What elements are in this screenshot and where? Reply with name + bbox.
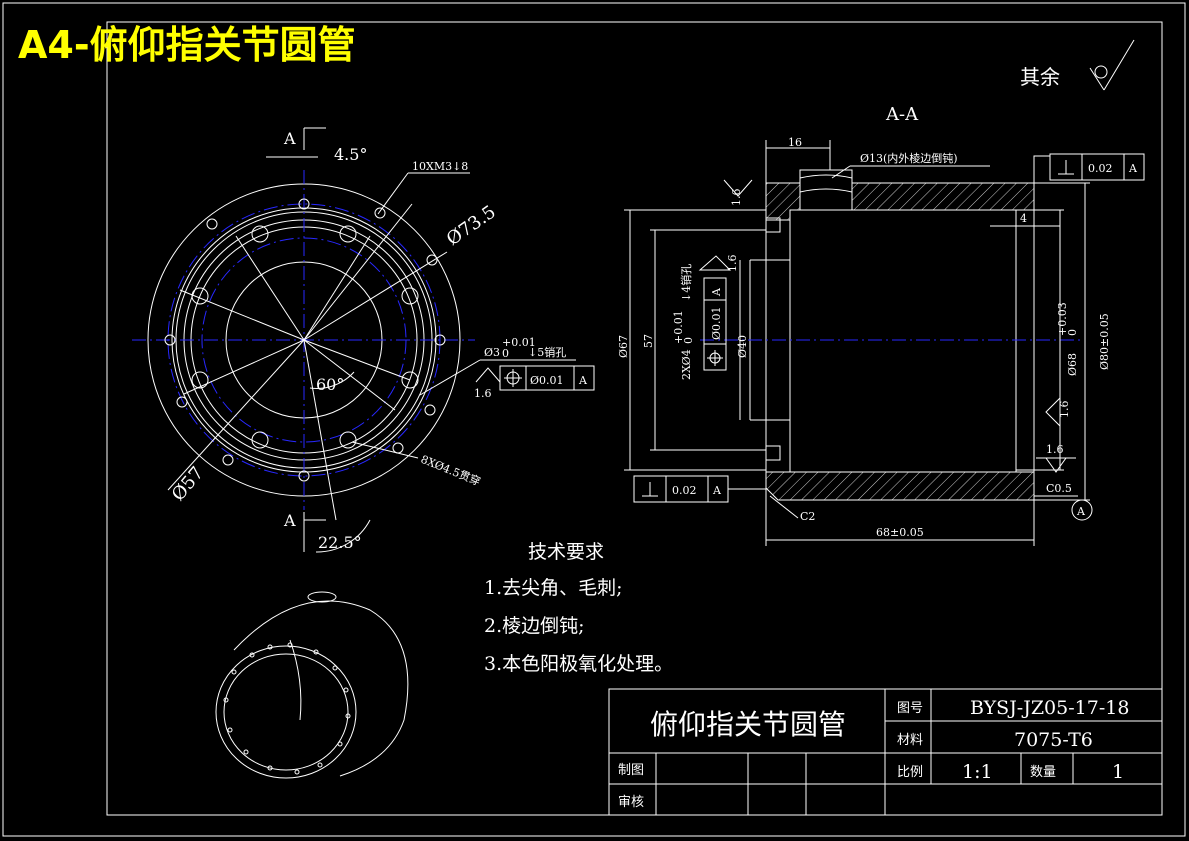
section-dia-68: Ø68: [1066, 353, 1079, 376]
pin-hole-tol-upper: +0.01: [502, 336, 536, 349]
tech-requirements: 技术要求 1.去尖角、毛刺; 2.棱边倒钝; 3.本色阳极氧化处理。: [484, 541, 673, 675]
surface-note: 其余: [1020, 65, 1060, 89]
perpendicular-icon-bottom: [642, 482, 658, 497]
section-pin-tol-upper: +0.01: [672, 310, 685, 344]
section-roughness-right: 1.6: [1058, 401, 1071, 419]
tb-drawn-label: 制图: [618, 763, 644, 778]
dia-pcd-label: Ø73.5: [443, 201, 500, 250]
section-position-icon: [707, 350, 723, 366]
section-dim-4: 4: [1020, 212, 1027, 225]
tech-item-3: 3.本色阳极氧化处理。: [484, 653, 673, 675]
roughness-triangle-icon: [475, 367, 501, 383]
isometric-view: [215, 591, 409, 779]
title-block: 俯仰指关节圆管 图号 BYSJ-JZ05-17-18 材料 7075-T6 制图…: [608, 688, 1163, 816]
section-label: A-A: [885, 104, 919, 125]
cut-mark-top: A: [283, 129, 296, 148]
tech-item-1: 1.去尖角、毛刺;: [484, 577, 623, 599]
angle-mid-label: 60°: [316, 375, 344, 394]
section-perp-tol-top: 0.02: [1088, 162, 1113, 175]
section-view: A-A 16 Ø13(内外棱边倒钝) 0.02: [617, 104, 1145, 546]
section-dim-57: 57: [642, 334, 655, 348]
section-roughness-bottom: 1.6: [1046, 443, 1064, 456]
cut-mark-bottom: A: [283, 511, 296, 530]
section-pos-datum: A: [710, 287, 723, 297]
tech-heading: 技术要求: [528, 541, 604, 563]
tb-qty-label: 数量: [1030, 765, 1056, 780]
tb-material-label: 材料: [897, 733, 923, 748]
tb-drawing-no-label: 图号: [897, 701, 923, 716]
pin-hole-suffix: ↓5销孔: [528, 345, 566, 359]
section-pos-tol: Ø0.01: [710, 306, 723, 340]
sheet-title: A4-俯仰指关节圆管: [18, 23, 356, 67]
tb-scale: 1:1: [962, 761, 993, 783]
section-dia-40: Ø40: [736, 335, 749, 358]
tb-drawing-no: BYSJ-JZ05-17-18: [970, 697, 1129, 719]
pin-hole-dia: Ø3: [484, 346, 500, 359]
roughness-symbol-icon: [1089, 39, 1135, 91]
hole-note: Ø13(内外棱边倒钝): [860, 151, 958, 165]
tech-item-2: 2.棱边倒钝;: [484, 615, 585, 637]
through-holes-note: 8XØ4.5贯穿: [419, 452, 483, 489]
section-chamfer-c05: C0.5: [1046, 482, 1072, 495]
angle-top-label: 4.5°: [334, 145, 367, 164]
section-pin-depth: ↓4销孔: [679, 264, 693, 302]
section-datum-bottom: A: [712, 484, 722, 497]
tb-part-name: 俯仰指关节圆管: [650, 708, 846, 741]
section-roughness-left: 1.6: [726, 255, 739, 273]
perpendicular-icon: [1058, 160, 1074, 175]
front-view: A A 4.5° 60° 22.5° 10XM3↓8 Ø73.5 Ø57 Ø3 …: [132, 127, 595, 553]
angle-bottom-label: 22.5°: [318, 533, 362, 552]
section-datum-top: A: [1128, 162, 1138, 175]
position-tolerance-icon: [504, 369, 522, 387]
section-perp-tol-bottom: 0.02: [672, 484, 697, 497]
section-pin-holes: 2XØ4: [680, 349, 693, 380]
tb-scale-label: 比例: [897, 765, 923, 780]
tb-material: 7075-T6: [1014, 729, 1093, 751]
thread-note: 10XM3↓8: [412, 160, 468, 173]
section-chamfer-c2: C2: [800, 510, 815, 523]
section-dia-68-lower: 0: [1066, 329, 1079, 336]
pin-hole-tol-lower: 0: [502, 347, 509, 360]
dia-57-label: Ø57: [168, 463, 208, 505]
section-length: 68±0.05: [876, 526, 924, 539]
section-datum-circle: A: [1076, 505, 1086, 518]
section-dia-80: Ø80±0.05: [1098, 313, 1111, 370]
section-pin-tol-lower: 0: [682, 337, 695, 344]
front-datum: A: [578, 374, 588, 387]
section-dim-16: 16: [788, 136, 802, 149]
section-dia-68-upper: +0.03: [1056, 302, 1069, 336]
front-roughness: 1.6: [474, 387, 492, 400]
tb-checked-label: 审核: [618, 795, 644, 810]
section-roughness-top: 1.6: [730, 189, 743, 207]
section-dia-67: Ø67: [617, 335, 630, 358]
tb-qty: 1: [1112, 761, 1124, 783]
front-position-tol: Ø0.01: [530, 374, 564, 387]
